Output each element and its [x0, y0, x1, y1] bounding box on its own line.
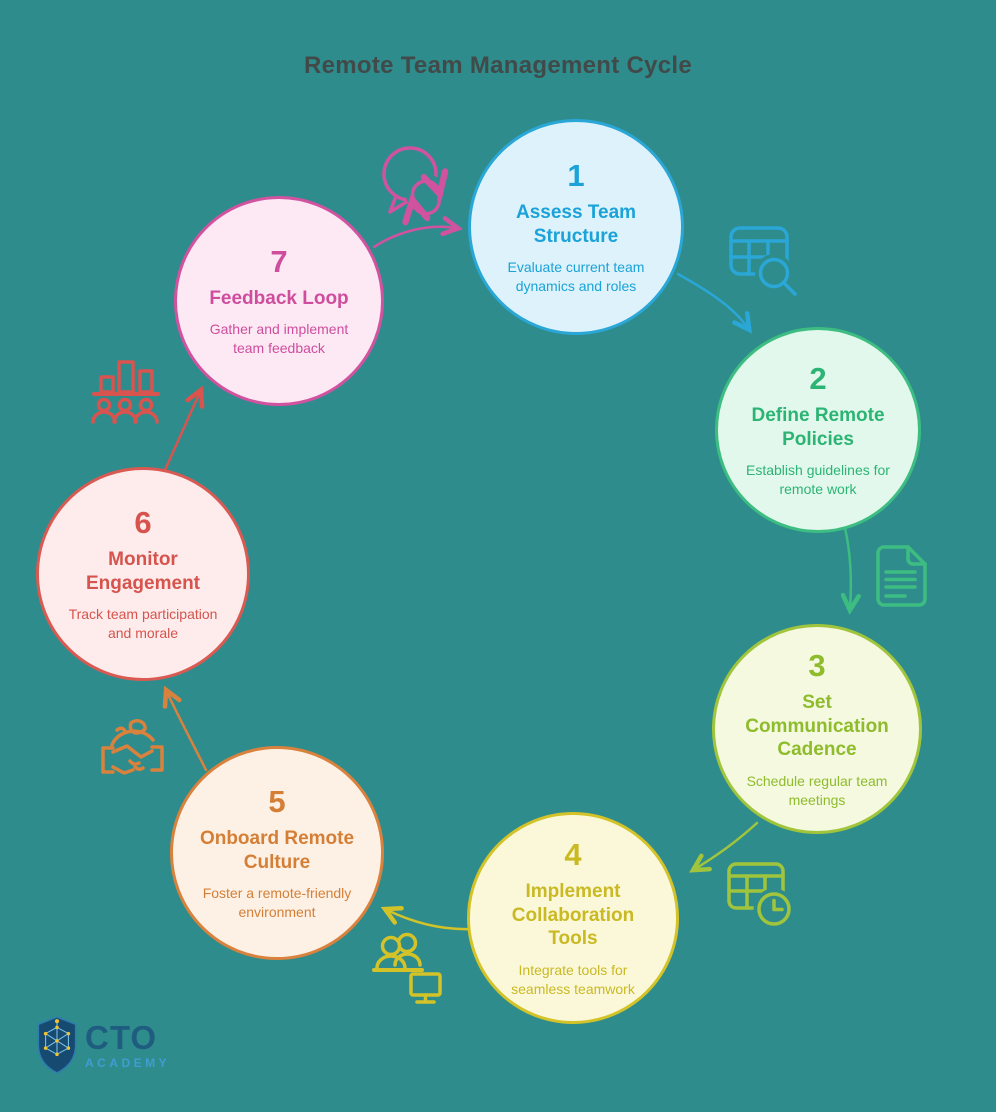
node-description: Gather and implement team feedback — [209, 321, 349, 357]
team-chart-icon — [91, 360, 160, 424]
cycle-node-monitor-engagement: 6 Monitor Engagement Track team particip… — [36, 467, 250, 681]
logo-brand: CTO — [85, 1018, 158, 1056]
node-title: Onboard Remote Culture — [199, 827, 355, 873]
shield-network-icon — [37, 1016, 77, 1074]
arrow-2-to-3 — [845, 526, 851, 608]
node-number: 7 — [270, 243, 288, 279]
node-description: Schedule regular team meetings — [746, 773, 888, 809]
chat-sync-icon — [382, 146, 446, 214]
node-description: Foster a remote-friendly environment — [202, 885, 352, 921]
node-description: Evaluate current team dynamics and roles — [507, 259, 645, 295]
cto-academy-logo: CTO ACADEMY — [36, 1016, 170, 1074]
cycle-node-implement-collaboration-tools: 4 Implement Collaboration Tools Integrat… — [467, 812, 679, 1024]
arrow-5-to-6 — [167, 692, 208, 772]
node-number: 4 — [564, 836, 582, 872]
logo-subtitle: ACADEMY — [85, 1055, 171, 1070]
page-title: Remote Team Management Cycle — [303, 52, 693, 79]
node-number: 5 — [268, 783, 286, 819]
cycle-node-feedback-loop: 7 Feedback Loop Gather and implement tea… — [174, 196, 384, 406]
document-icon — [876, 545, 927, 607]
arrow-7-to-1 — [372, 227, 456, 249]
cycle-node-onboard-remote-culture: 5 Onboard Remote Culture Foster a remote… — [170, 746, 384, 960]
arrow-6-to-7 — [163, 392, 200, 472]
node-title: Monitor Engagement — [85, 548, 201, 594]
cycle-node-define-remote-policies: 2 Define Remote Policies Establish guide… — [715, 327, 921, 533]
node-title: Feedback Loop — [209, 287, 349, 309]
node-description: Integrate tools for seamless teamwork — [511, 962, 635, 998]
node-title: Implement Collaboration Tools — [511, 880, 635, 950]
arrow-1-to-2 — [676, 272, 748, 328]
node-number: 3 — [808, 647, 826, 683]
node-number: 2 — [809, 360, 827, 396]
node-title: Define Remote Policies — [751, 404, 885, 450]
arrow-4-to-5 — [387, 910, 472, 931]
handshake-icon — [101, 719, 164, 775]
logo-text: CTO ACADEMY — [85, 1021, 170, 1070]
calendar-clock-icon — [727, 862, 795, 930]
team-monitor-icon — [372, 932, 442, 1004]
arrow-3-to-4 — [695, 821, 759, 869]
cycle-node-assess-team-structure: 1 Assess Team Structure Evaluate current… — [468, 119, 684, 335]
node-description: Track team participation and morale — [68, 606, 218, 642]
node-title: Set Communication Cadence — [745, 691, 889, 761]
cycle-node-set-communication-cadence: 3 Set Communication Cadence Schedule reg… — [712, 624, 922, 834]
node-number: 1 — [567, 157, 585, 193]
node-title: Assess Team Structure — [515, 201, 637, 247]
node-description: Establish guidelines for remote work — [746, 462, 890, 498]
node-number: 6 — [134, 504, 152, 540]
table-search-icon — [729, 226, 797, 296]
